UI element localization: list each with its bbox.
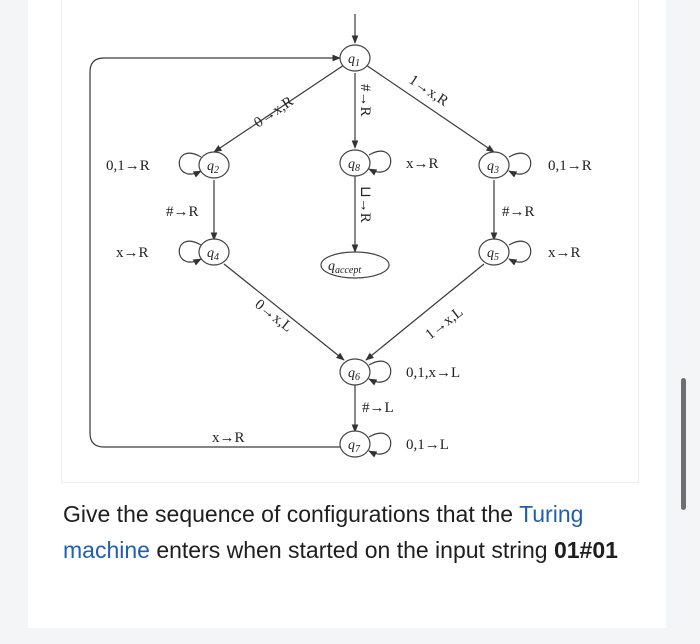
- question-part2: enters when started on the input string: [149, 537, 554, 563]
- label-q3-q5: #→R: [502, 204, 535, 220]
- state-q2: [198, 151, 230, 179]
- page-margin-right: [666, 0, 700, 644]
- label-q2-q4: #→R: [166, 204, 199, 220]
- label-q1-q3: 1→x,R: [406, 72, 451, 110]
- state-q6-label: q6: [348, 366, 360, 383]
- turing-machine-diagram: q1 q2 q8 q3 q4 qaccept q5 q6 q7 0→x,R 1→…: [62, 0, 638, 482]
- label-q7-self: 0,1→L: [406, 437, 449, 453]
- state-q8-label: q8: [348, 157, 360, 174]
- state-q4: [198, 238, 230, 266]
- edge-q5-q6: [365, 263, 485, 361]
- edge-q4-q6: [223, 263, 345, 361]
- label-q7-q1: x→R: [212, 430, 245, 446]
- page-margin-left: [0, 0, 28, 644]
- label-q4-self: x→R: [116, 245, 149, 261]
- state-q1-label: q1: [348, 52, 360, 69]
- edge-q1-q3: [365, 64, 495, 153]
- question-text: Give the sequence of configurations that…: [63, 496, 643, 568]
- input-string: 01#01: [553, 537, 618, 563]
- label-q2-self: 0,1→R: [106, 158, 150, 174]
- state-q1: [339, 44, 371, 72]
- state-q7-label: q7: [348, 438, 361, 455]
- state-qaccept-label: qaccept: [328, 259, 361, 276]
- label-q8-qaccept: ⊔→R: [357, 186, 373, 223]
- loop-q8: [368, 150, 392, 176]
- label-q8-self: x→R: [406, 156, 439, 172]
- state-q3-label: q3: [487, 159, 499, 176]
- scrollbar[interactable]: [681, 378, 686, 510]
- page-margin-bottom: [0, 628, 700, 644]
- question-part1: Give the sequence of configurations that…: [63, 501, 514, 527]
- state-qaccept: [320, 251, 390, 279]
- edge-q7-q1: [89, 54, 341, 448]
- label-q5-q6: 1→x,L: [423, 304, 467, 343]
- state-q5-label: q5: [487, 246, 499, 263]
- label-q6-q7: #→L: [362, 400, 394, 416]
- loop-q5: [508, 240, 532, 266]
- loop-q3: [508, 152, 532, 178]
- state-q3: [478, 151, 510, 179]
- label-q6-self: 0,1,x→L: [406, 365, 460, 381]
- state-q6: [339, 358, 371, 386]
- state-q7: [339, 430, 371, 458]
- label-q3-self: 0,1→R: [548, 158, 592, 174]
- label-q1-q2: 0→x,R: [251, 94, 296, 132]
- state-q4-label: q4: [207, 246, 219, 263]
- state-q5: [478, 238, 510, 266]
- loop-q2: [178, 152, 202, 178]
- state-q2-label: q2: [207, 159, 219, 176]
- loop-q4: [178, 240, 202, 266]
- label-q5-self: x→R: [548, 245, 581, 261]
- label-q1-q8: #→R: [357, 84, 373, 117]
- turing-machine-link[interactable]: Turing machine: [63, 501, 584, 563]
- loop-q6: [368, 360, 392, 386]
- state-q8: [339, 149, 371, 177]
- edge-q1-q2: [213, 64, 345, 153]
- loop-q7: [368, 432, 392, 458]
